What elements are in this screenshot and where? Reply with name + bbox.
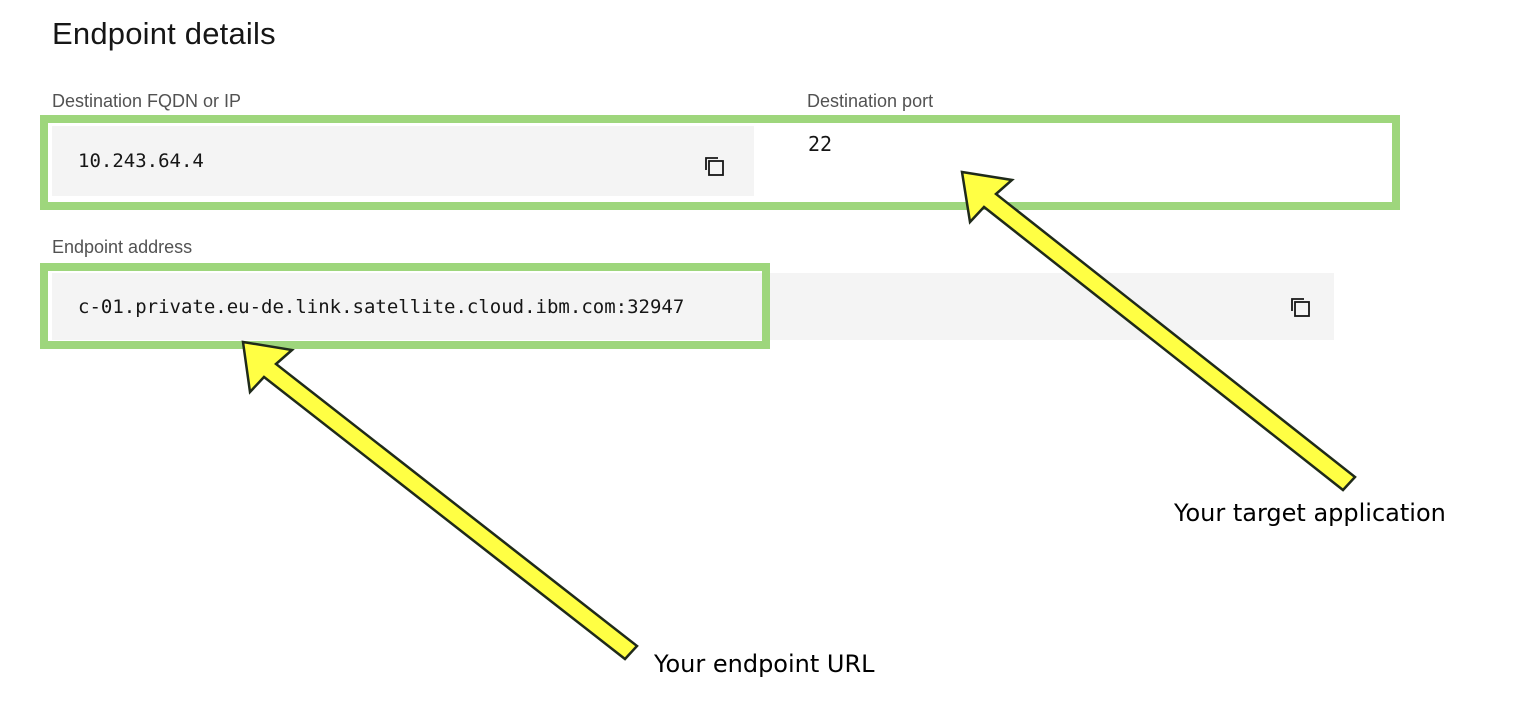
destination-port-value: 22 [808, 132, 833, 156]
section-title: Endpoint details [52, 16, 276, 51]
copy-fqdn-button[interactable] [700, 152, 728, 180]
destination-port-label: Destination port [807, 91, 934, 111]
arrow-to-endpoint-address [241, 340, 639, 661]
destination-fqdn-value: 10.243.64.4 [78, 150, 204, 172]
arrow-to-destination-port [960, 170, 1357, 492]
endpoint-url-annotation: Your endpoint URL [654, 650, 875, 678]
copy-icon [1291, 298, 1310, 317]
copy-icon [705, 157, 724, 176]
destination-fqdn-label: Destination FQDN or IP [52, 91, 242, 111]
copy-endpoint-button[interactable] [1286, 293, 1314, 321]
endpoint-address-label: Endpoint address [52, 237, 193, 257]
endpoint-address-value: c-01.private.eu-de.link.satellite.cloud.… [78, 296, 685, 318]
destination-fqdn-field: 10.243.64.4 [52, 126, 754, 196]
target-application-annotation: Your target application [1174, 499, 1446, 527]
